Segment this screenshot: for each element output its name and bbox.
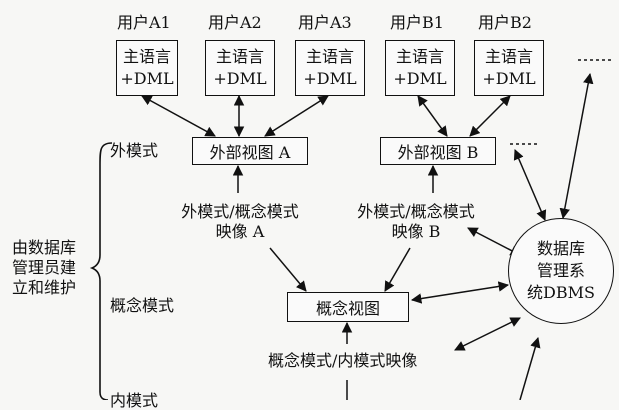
mapping-b-line2: 映像 B [391, 222, 441, 241]
arrow-dbms-bottom [519, 336, 541, 400]
mapping-a: 外模式/概念模式 映像 A [160, 202, 320, 242]
external-view-b: 外部视图 B [380, 137, 496, 165]
user-label-a1: 用户A1 [117, 13, 171, 32]
dml-label: +DML [303, 69, 357, 88]
arrow-map-b-concept [384, 247, 411, 292]
host-language-label: 主语言 [215, 47, 264, 66]
arrow-b1-view-b [417, 95, 448, 137]
host-language-label: 主语言 [395, 47, 444, 66]
host-language-label: 主语言 [122, 47, 171, 66]
mapping-a-line1: 外模式/概念模式 [181, 202, 299, 221]
level-conceptual-label: 概念模式 [110, 296, 175, 315]
host-language-label: 主语言 [484, 47, 533, 66]
user-box-a1: 主语言 +DML [116, 40, 178, 96]
dbms-line2: 管理系 [536, 261, 585, 280]
left-brace [89, 142, 113, 400]
user-label-b2: 用户B2 [478, 13, 532, 32]
user-box-b2: 主语言 +DML [474, 40, 544, 96]
dml-label: +DML [120, 69, 174, 88]
user-box-a3: 主语言 +DML [295, 40, 365, 96]
user-label-a3: 用户A3 [298, 13, 352, 32]
level-internal-label: 内模式 [110, 391, 159, 410]
dml-label: +DML [482, 69, 536, 88]
arrow-dbms-top [559, 72, 594, 220]
user-label-a2: 用户A2 [208, 13, 262, 32]
dba-label: 由数据库 管理员建 立和维护 [2, 238, 86, 298]
mapping-b: 外模式/概念模式 映像 B [336, 202, 496, 242]
mapping-b-line1: 外模式/概念模式 [357, 202, 475, 221]
user-box-a2: 主语言 +DML [205, 40, 275, 96]
dbms-line1: 数据库 [536, 239, 585, 258]
dba-line2: 管理员建 [11, 258, 76, 277]
arrow-dbms-concept [410, 281, 510, 304]
dbms-line3: 统DBMS [527, 283, 595, 302]
level-external-label: 外模式 [110, 141, 159, 160]
conceptual-view: 概念视图 [287, 292, 409, 322]
dbms-circle: 数据库 管理系 统DBMS [508, 218, 614, 324]
dba-line1: 由数据库 [11, 238, 76, 257]
dml-label: +DML [393, 69, 447, 88]
arrow-dbms-mapping [454, 317, 521, 351]
connector-lines [89, 59, 612, 400]
arrow-dbms-b2 [513, 149, 547, 221]
user-label-b1: 用户B1 [390, 13, 444, 32]
external-view-a: 外部视图 A [192, 137, 308, 165]
conceptual-internal-mapping: 概念模式/内模式映像 [268, 351, 418, 370]
mapping-a-line2: 映像 A [215, 222, 265, 241]
arrow-a1-view-a [141, 95, 216, 137]
arrow-map-a-concept [269, 247, 307, 292]
user-box-b1: 主语言 +DML [385, 40, 455, 96]
arrow-b2-view-b [469, 95, 511, 137]
host-language-label: 主语言 [305, 47, 354, 66]
dba-line3: 立和维护 [11, 278, 76, 297]
dml-label: +DML [213, 69, 267, 88]
arrow-a3-view-a [264, 95, 329, 137]
